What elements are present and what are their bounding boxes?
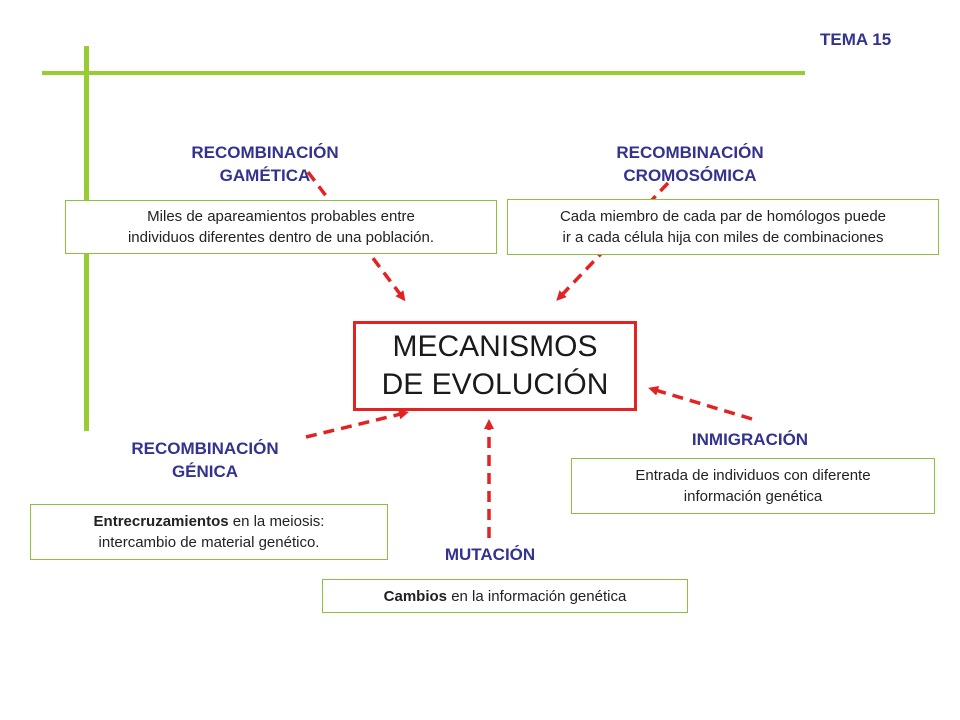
cromosomica-label: RECOMBINACIÓN CROMOSÓMICA: [570, 141, 810, 187]
mutacion-text-rest: en la información genética: [447, 587, 627, 605]
mutacion-text-bold: Cambios: [383, 587, 448, 605]
mutacion-label: MUTACIÓN: [444, 545, 536, 564]
central-title-line1: MECANISMOS: [392, 330, 598, 363]
gametica-text-line1: Miles de apareamientos probables entre: [147, 208, 415, 225]
genica-label: RECOMBINACIÓN GÉNICA: [95, 437, 315, 483]
gametica-label: RECOMBINACIÓN GAMÉTICA: [150, 141, 380, 187]
mutacion-description-box: Cambios en la información genética: [322, 579, 688, 613]
genica-label-line2: GÉNICA: [171, 462, 239, 481]
inmigracion-text-line1: Entrada de individuos con diferente: [635, 467, 871, 484]
central-concept-box: MECANISMOS DE EVOLUCIÓN: [353, 321, 637, 411]
cromosomica-description-box: Cada miembro de cada par de homólogos pu…: [507, 199, 939, 255]
genica-text-line2: intercambio de material genético.: [98, 534, 320, 551]
cromosomica-text-line2: ir a cada célula hija con miles de combi…: [562, 229, 884, 246]
inmigracion-label: INMIGRACIÓN: [691, 430, 809, 449]
inmigracion-description-box: Entrada de individuos con diferente info…: [571, 458, 935, 514]
gametica-description-box: Miles de apareamientos probables entre i…: [65, 200, 497, 254]
arrow-genica: [305, 409, 409, 439]
decorative-horizontal-line: [42, 71, 805, 75]
cromosomica-text-line1: Cada miembro de cada par de homólogos pu…: [559, 208, 887, 225]
arrow-inmigracion: [648, 385, 753, 421]
genica-description-box: Entrecruzamientos en la meiosis: interca…: [30, 504, 388, 560]
genica-text-bold: Entrecruzamientos: [93, 513, 229, 530]
topic-label: TEMA 15: [820, 30, 892, 49]
genica-label-line1: RECOMBINACIÓN: [131, 439, 279, 458]
gametica-text-line2: individuos diferentes dentro de una pobl…: [127, 229, 435, 246]
cromosomica-label-line1: RECOMBINACIÓN: [616, 143, 764, 162]
genica-text-rest: en la meiosis:: [228, 513, 325, 530]
inmigracion-text-line2: información genética: [683, 488, 823, 505]
gametica-label-line2: GAMÉTICA: [219, 166, 311, 185]
gametica-label-line1: RECOMBINACIÓN: [191, 143, 339, 162]
cromosomica-label-line2: CROMOSÓMICA: [623, 166, 757, 185]
central-title-line2: DE EVOLUCIÓN: [381, 368, 609, 401]
